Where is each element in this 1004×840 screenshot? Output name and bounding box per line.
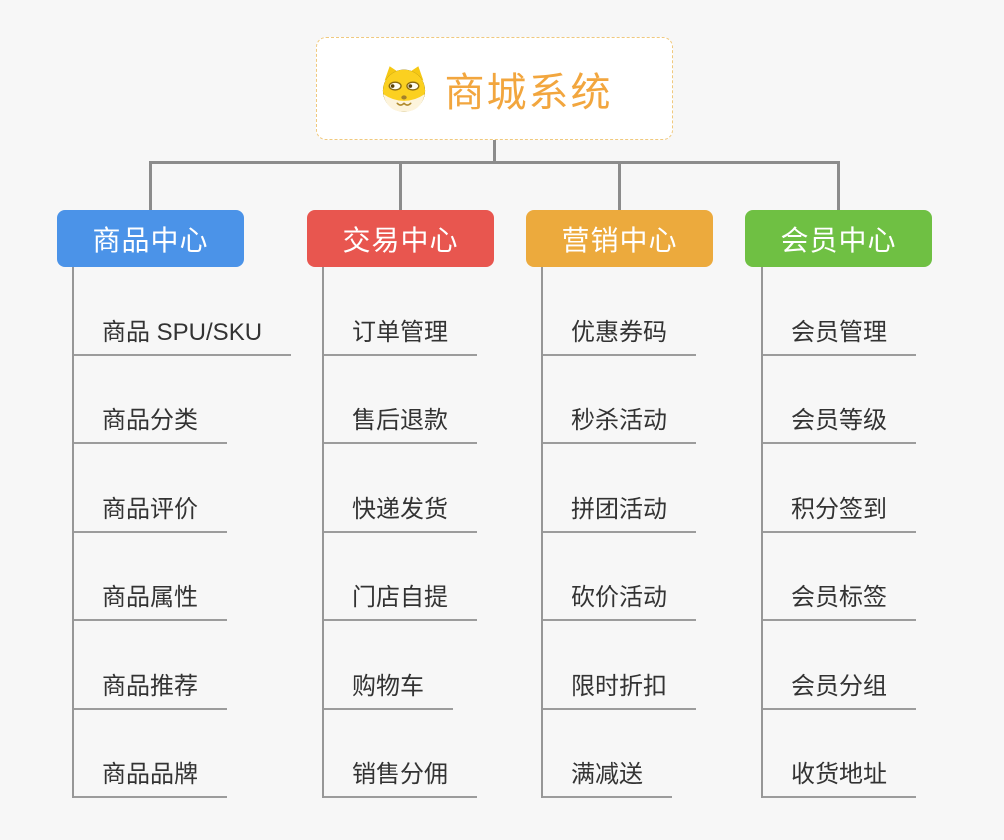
- leaf-item[interactable]: 订单管理: [324, 312, 477, 356]
- branch-column-marketing-center: 优惠券码秒杀活动拼团活动砍价活动限时折扣满减送: [541, 267, 763, 798]
- leaf-row: 限时折扣: [543, 621, 763, 710]
- branch-member-center[interactable]: 会员中心: [745, 210, 932, 267]
- leaf-row: 商品分类: [74, 356, 294, 444]
- leaf-row: 会员等级: [763, 356, 983, 444]
- branch-column-product-center: 商品 SPU/SKU 商品分类商品评价商品属性商品推荐商品品牌: [72, 267, 294, 798]
- leaf-item[interactable]: 积分签到: [763, 489, 916, 533]
- connector-drop-trade-center: [399, 161, 402, 210]
- leaf-row: 拼团活动: [543, 444, 763, 533]
- leaf-row: 销售分佣: [324, 710, 544, 798]
- leaf-row: 商品品牌: [74, 710, 294, 798]
- leaf-item[interactable]: 售后退款: [324, 400, 477, 444]
- branch-trade-center[interactable]: 交易中心: [307, 210, 494, 267]
- leaf-row: 购物车: [324, 621, 544, 710]
- leaf-item[interactable]: 商品分类: [74, 400, 227, 444]
- leaf-item[interactable]: 满减送: [543, 754, 672, 798]
- leaf-item[interactable]: 购物车: [324, 666, 453, 710]
- leaf-item[interactable]: 限时折扣: [543, 666, 696, 710]
- connector-bus: [149, 161, 840, 164]
- leaf-item[interactable]: 商品品牌: [74, 754, 227, 798]
- leaf-row: 商品属性: [74, 533, 294, 621]
- branch-label: 商品中心: [92, 224, 209, 256]
- leaf-row: 收货地址: [763, 710, 983, 798]
- root-node[interactable]: 商城系统: [316, 37, 673, 140]
- leaf-item[interactable]: 拼团活动: [543, 489, 696, 533]
- branch-label: 营销中心: [561, 224, 678, 256]
- branch-label: 会员中心: [780, 224, 897, 256]
- leaf-row: 会员标签: [763, 533, 983, 621]
- leaf-item[interactable]: 商品推荐: [74, 666, 227, 710]
- leaf-item[interactable]: 会员等级: [763, 400, 916, 444]
- leaf-item[interactable]: 商品属性: [74, 577, 227, 621]
- leaf-item[interactable]: 秒杀活动: [543, 400, 696, 444]
- leaf-item[interactable]: 门店自提: [324, 577, 477, 621]
- leaf-row: 商品 SPU/SKU: [74, 267, 294, 356]
- branch-label: 交易中心: [342, 224, 459, 256]
- leaf-item[interactable]: 商品评价: [74, 489, 227, 533]
- leaf-item[interactable]: 砍价活动: [543, 577, 696, 621]
- leaf-row: 优惠券码: [543, 267, 763, 356]
- leaf-item[interactable]: 销售分佣: [324, 754, 477, 798]
- leaf-row: 满减送: [543, 710, 763, 798]
- leaf-item[interactable]: 快递发货: [324, 489, 477, 533]
- leaf-item[interactable]: 收货地址: [763, 754, 916, 798]
- leaf-item[interactable]: 优惠券码: [543, 312, 696, 356]
- leaf-item[interactable]: 会员分组: [763, 666, 916, 710]
- leaf-row: 商品评价: [74, 444, 294, 533]
- leaf-row: 门店自提: [324, 533, 544, 621]
- leaf-item[interactable]: 会员管理: [763, 312, 916, 356]
- leaf-row: 售后退款: [324, 356, 544, 444]
- dog-icon: [382, 65, 425, 112]
- leaf-row: 会员管理: [763, 267, 983, 356]
- leaf-row: 秒杀活动: [543, 356, 763, 444]
- leaf-row: 快递发货: [324, 444, 544, 533]
- root-title: 商城系统: [444, 70, 613, 115]
- leaf-item[interactable]: 商品 SPU/SKU: [74, 312, 292, 356]
- branch-product-center[interactable]: 商品中心: [57, 210, 244, 267]
- leaf-item[interactable]: 会员标签: [763, 577, 916, 621]
- branch-column-trade-center: 订单管理售后退款快递发货门店自提购物车销售分佣: [322, 267, 544, 798]
- connector-drop-member-center: [837, 161, 840, 210]
- leaf-row: 砍价活动: [543, 533, 763, 621]
- connector-root-stub: [493, 140, 496, 164]
- branch-marketing-center[interactable]: 营销中心: [526, 210, 713, 267]
- leaf-row: 积分签到: [763, 444, 983, 533]
- leaf-row: 订单管理: [324, 267, 544, 356]
- connector-drop-marketing-center: [618, 161, 621, 210]
- leaf-row: 商品推荐: [74, 621, 294, 710]
- branch-column-member-center: 会员管理会员等级积分签到会员标签会员分组收货地址: [761, 267, 983, 798]
- leaf-row: 会员分组: [763, 621, 983, 710]
- connector-drop-product-center: [149, 161, 152, 210]
